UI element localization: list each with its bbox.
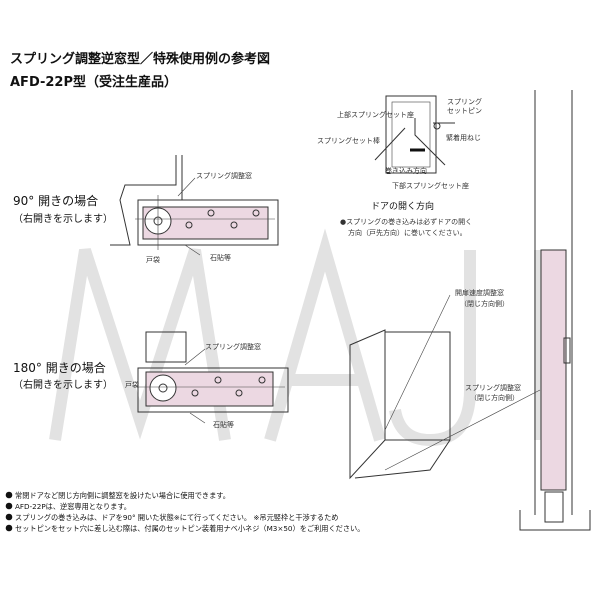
heading-90: 90° 開きの場合 <box>13 193 98 208</box>
door-open-heading: ドアの開く方向 <box>371 200 434 212</box>
closer-elevation-drawing <box>519 90 591 531</box>
note-1: 常閉ドアなど閉じ方向側に調整窓を設けたい場合に使用できます。 <box>15 491 230 500</box>
label-set-bar: スプリングセット棒 <box>317 136 380 145</box>
door-perspective-drawing <box>349 294 541 480</box>
plan-180-drawing <box>135 331 289 424</box>
label-set-pin-1: スプリング <box>447 97 482 106</box>
notes-list: 常閉ドアなど閉じ方向側に調整窓を設けたい場合に使用できます。 AFD-22Pは、… <box>5 491 364 533</box>
label-speed-window: 開扉速度調整窓 <box>455 288 504 297</box>
label-jamb-180: 戸袋 <box>125 380 139 389</box>
label-spring-window-90: スプリング調整窓 <box>196 171 252 180</box>
door-open-note-2: 方向（戸先方向）に巻いてください。 <box>348 228 467 237</box>
label-upper-seat: 上部スプリングセット座 <box>337 110 414 119</box>
title-line1: スプリング調整逆窓型／特殊使用例の参考図 <box>10 51 270 67</box>
plan-90-drawing <box>110 155 279 256</box>
spring-setup-drawing <box>374 95 455 174</box>
label-lower-seat: 下部スプリングセット座 <box>392 181 469 190</box>
label-spring-window-sub: （閉じ方向側） <box>470 393 519 402</box>
label-spring-window-180: スプリング調整窓 <box>205 342 261 351</box>
label-fastening-screw: 緊着用ねじ <box>446 133 481 142</box>
note-3: スプリングの巻き込みは、ドアを90° 開いた状態※にて行ってください。 ※吊元竪… <box>15 513 338 522</box>
note-4: セットピンをセット穴に差し込む際は、付属のセットピン装着用ナベ小ネジ（M3×50… <box>15 524 364 533</box>
note-2: AFD-22Pは、逆窓専用となります。 <box>15 502 131 511</box>
watermark <box>49 228 546 447</box>
label-speed-window-sub: （閉じ方向側） <box>460 299 509 308</box>
label-stone-90: 石貼等 <box>210 253 231 262</box>
sub-90: （右開きを示します） <box>13 212 113 225</box>
sub-180: （右開きを示します） <box>13 378 113 391</box>
title-line2: AFD-22P型（受注生産品） <box>10 74 177 90</box>
label-set-pin-2: セットピン <box>447 107 482 115</box>
label-jamb-90: 戸袋 <box>146 255 160 264</box>
door-open-note-1: ●スプリングの巻き込みは必ずドアの開く <box>340 217 472 226</box>
heading-180: 180° 開きの場合 <box>13 360 106 375</box>
label-stone-180: 石貼等 <box>213 420 234 429</box>
label-spring-window: スプリング調整窓 <box>465 383 521 392</box>
label-wind-direction: 巻き込み方向 <box>385 166 427 175</box>
